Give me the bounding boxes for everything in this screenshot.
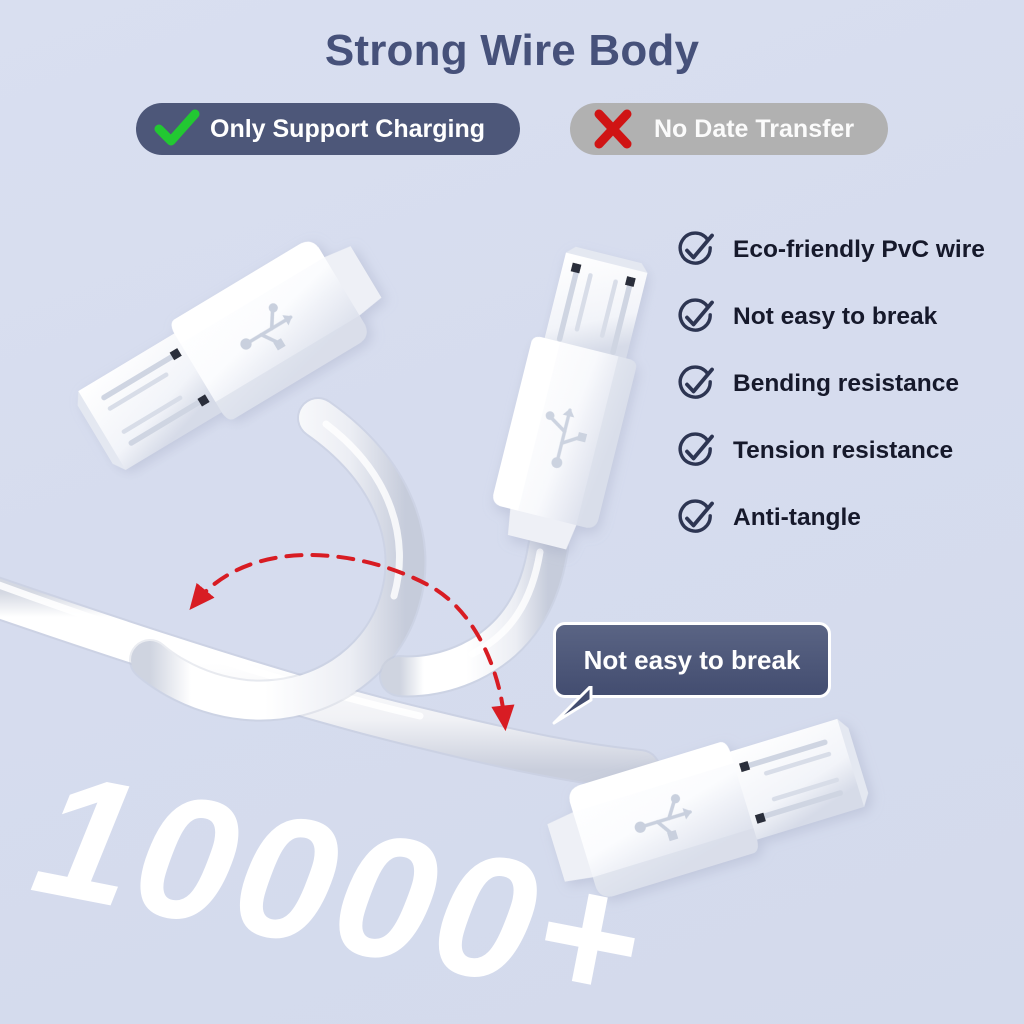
feature-label: Not easy to break (733, 303, 938, 330)
connector-metal-tip (718, 718, 869, 844)
callout-body: Not easy to break (553, 622, 831, 698)
badge-label: Only Support Charging (210, 114, 485, 143)
cable-strand-right (379, 527, 569, 698)
capability-badge-row: Only Support Charging No Date Transfer (136, 103, 896, 155)
circle-check-icon (678, 298, 714, 332)
micro-usb-connector-top-left (77, 241, 382, 470)
feature-item-anti-tangle: Anti-tangle (676, 492, 1016, 544)
callout-label: Not easy to break (583, 644, 801, 675)
circle-check-icon (678, 231, 714, 265)
callout-not-easy-to-break: Not easy to break (552, 622, 831, 725)
callout-tail-icon (552, 686, 593, 725)
connector-metal-tip (542, 246, 648, 369)
red-cross-icon (594, 109, 632, 149)
usb-trident-icon (240, 303, 293, 351)
feature-item-bending-resistance: Bending resistance (676, 358, 1016, 410)
cable-strand-main (0, 576, 661, 791)
feature-item-not-easy-to-break: Not easy to break (676, 291, 1016, 343)
feature-label: Bending resistance (733, 370, 960, 397)
bend-direction-arrow (189, 553, 515, 732)
feature-item-eco-friendly-pvc-wire: Eco-friendly PvC wire (676, 224, 1016, 276)
cable-strand-loop (129, 397, 427, 722)
badge-label: No Date Transfer (654, 114, 855, 143)
connector-metal-tip (77, 327, 232, 470)
page-title: Strong Wire Body (324, 26, 700, 75)
connector-plastic-body (171, 241, 367, 420)
circle-check-icon (678, 499, 714, 533)
feature-label: Tension resistance (733, 437, 954, 464)
badge-no-date-transfer[interactable]: No Date Transfer (570, 103, 888, 155)
feature-list: Eco-friendly PvC wire Not easy to break … (676, 224, 1016, 559)
durability-watermark: 10000+ (20, 735, 660, 1024)
circle-check-icon (678, 365, 714, 399)
micro-usb-connector-middle-right (493, 246, 648, 550)
feature-item-tension-resistance: Tension resistance (676, 425, 1016, 477)
connector-plastic-body (493, 336, 637, 528)
usb-trident-icon (545, 408, 588, 469)
green-check-icon (154, 109, 200, 146)
feature-label: Anti-tangle (733, 504, 861, 531)
circle-check-icon (678, 432, 714, 466)
feature-label: Eco-friendly PvC wire (733, 236, 985, 263)
badge-only-support-charging[interactable]: Only Support Charging (136, 103, 520, 155)
usb-trident-icon (634, 794, 692, 842)
